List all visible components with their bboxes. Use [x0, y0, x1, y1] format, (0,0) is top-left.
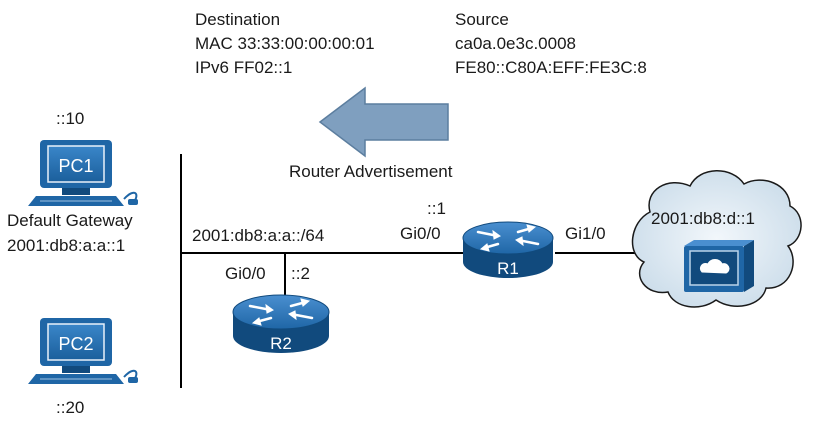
pc1-name-label: PC1 [58, 156, 93, 176]
r2-suffix: ::2 [291, 264, 310, 283]
server-icon [684, 240, 754, 292]
r1-lan-suffix: ::1 [427, 199, 446, 218]
router-advertisement-label: Router Advertisement [289, 162, 453, 181]
default-gateway-address: 2001:db8:a:a::1 [7, 236, 126, 255]
cloud-shape [631, 170, 802, 308]
pc2-icon [28, 318, 138, 384]
router-advertisement-arrow [318, 86, 449, 158]
r2-router-icon [232, 294, 330, 353]
source-title: Source [455, 10, 509, 29]
r2-name-label: R2 [270, 334, 292, 353]
lan-prefix-label: 2001:db8:a:a::/64 [192, 226, 325, 245]
r2-interface: Gi0/0 [225, 264, 266, 283]
r1-router-icon [462, 221, 554, 278]
cloud-address: 2001:db8:d::1 [651, 209, 755, 228]
destination-ipv6: IPv6 FF02::1 [195, 58, 293, 77]
destination-mac: MAC 33:33:00:00:00:01 [195, 34, 375, 53]
r1-lan-interface: Gi0/0 [400, 224, 441, 243]
source-ipv6: FE80::C80A:EFF:FE3C:8 [455, 58, 647, 77]
pc2-name-label: PC2 [58, 334, 93, 354]
default-gateway-title: Default Gateway [7, 211, 133, 230]
r1-wan-interface: Gi1/0 [565, 224, 606, 243]
r1-name-label: R1 [497, 259, 519, 278]
pc1-icon [28, 140, 138, 206]
pc2-suffix: ::20 [56, 398, 85, 417]
source-mac: ca0a.0e3c.0008 [455, 34, 576, 53]
pc1-suffix: ::10 [56, 109, 85, 128]
destination-title: Destination [195, 10, 281, 29]
